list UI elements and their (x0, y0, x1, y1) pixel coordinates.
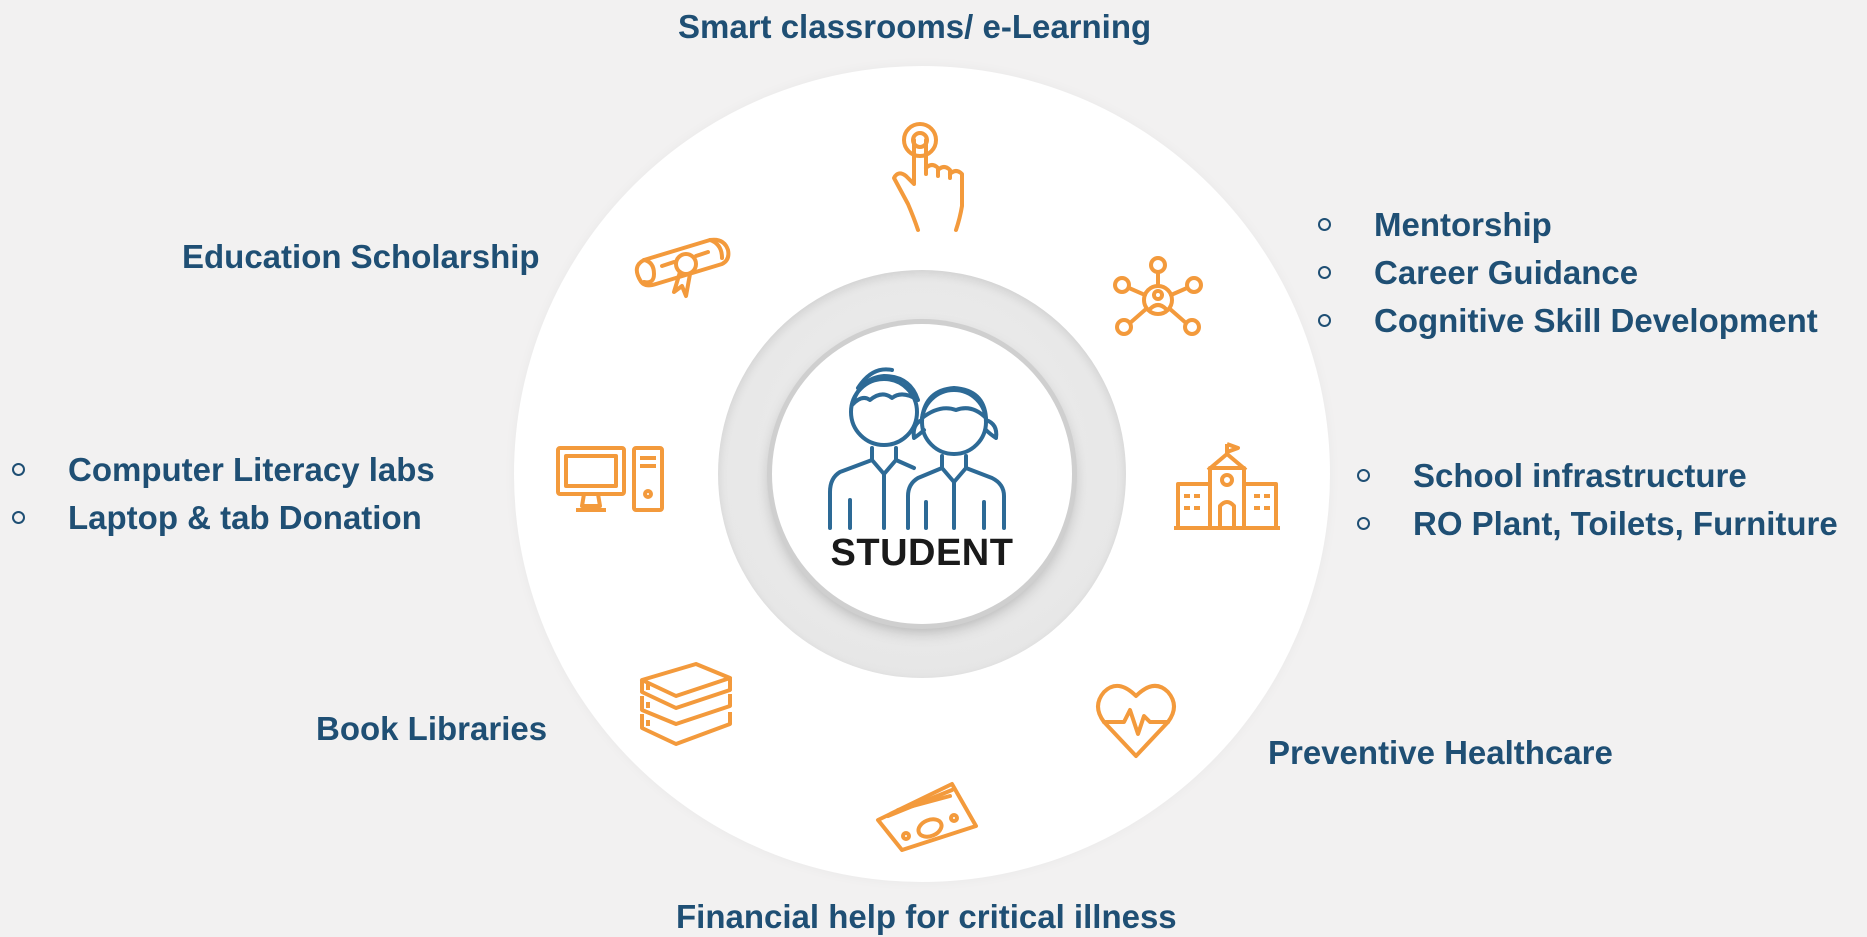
bullet-icon (1318, 314, 1331, 327)
center-label: STUDENT (830, 532, 1014, 574)
bullet-icon (1357, 517, 1370, 530)
bullet-icon (1318, 266, 1331, 279)
school-building-icon (1172, 440, 1282, 532)
list-school-infrastructure: School infrastructure RO Plant, Toilets,… (1357, 452, 1838, 548)
bullet-icon (1318, 218, 1331, 231)
network-people-icon (1108, 255, 1208, 345)
bullet-icon (12, 511, 25, 524)
list-item: Laptop & tab Donation (12, 494, 435, 542)
list-item: School infrastructure (1357, 452, 1838, 500)
list-item: Cognitive Skill Development (1318, 297, 1818, 345)
list-item: Career Guidance (1318, 249, 1818, 297)
computer-icon (554, 444, 666, 514)
center-disc (772, 324, 1072, 624)
label-smart-classrooms: Smart classrooms/ e-Learning (678, 8, 1152, 45)
students-icon (822, 360, 1022, 530)
list-item: Computer Literacy labs (12, 446, 435, 494)
bullet-icon (1357, 469, 1370, 482)
books-stack-icon (634, 660, 734, 752)
certificate-scroll-icon (630, 236, 738, 310)
money-bills-icon (872, 770, 982, 854)
list-item: Mentorship (1318, 201, 1818, 249)
list-item: RO Plant, Toilets, Furniture (1357, 500, 1838, 548)
label-preventive-healthcare: Preventive Healthcare (1268, 734, 1613, 771)
label-book-libraries: Book Libraries (316, 710, 548, 747)
label-education-scholarship: Education Scholarship (182, 238, 540, 275)
list-mentorship: Mentorship Career Guidance Cognitive Ski… (1318, 201, 1818, 345)
heart-pulse-icon (1094, 680, 1178, 760)
touch-hand-icon (884, 118, 974, 233)
list-computer-literacy: Computer Literacy labs Laptop & tab Dona… (12, 446, 435, 542)
bullet-icon (12, 463, 25, 476)
label-financial-help: Financial help for critical illness (676, 898, 1177, 935)
